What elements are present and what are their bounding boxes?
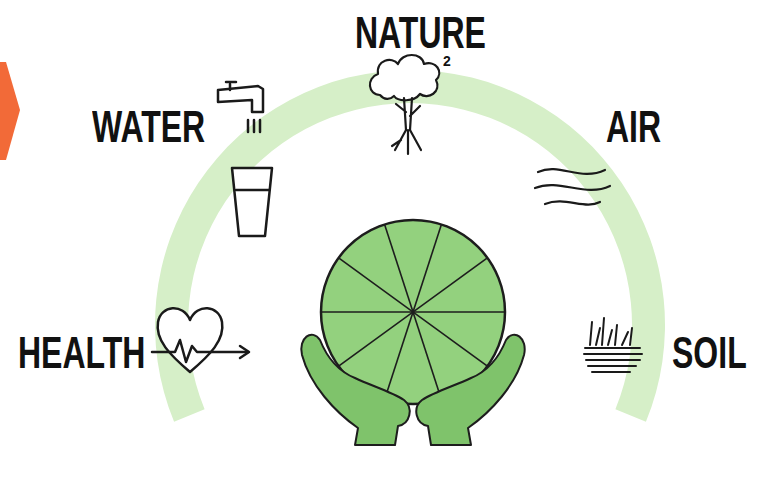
- nature-label: NATURE: [355, 10, 486, 55]
- health-label: HEALTH: [18, 330, 145, 375]
- orange-chevron: [0, 62, 20, 160]
- water-label: WATER: [92, 104, 205, 149]
- hands: [301, 335, 524, 445]
- superscript-label: 2: [443, 54, 451, 68]
- heart-icon: [152, 308, 249, 372]
- soil-label: SOIL: [672, 330, 747, 375]
- water-icon: [218, 82, 272, 236]
- air-label: AIR: [606, 104, 661, 149]
- tree-icon: [370, 55, 439, 154]
- green-arc-band: [155, 70, 665, 422]
- soil-icon: [584, 318, 642, 372]
- air-icon: [535, 169, 610, 204]
